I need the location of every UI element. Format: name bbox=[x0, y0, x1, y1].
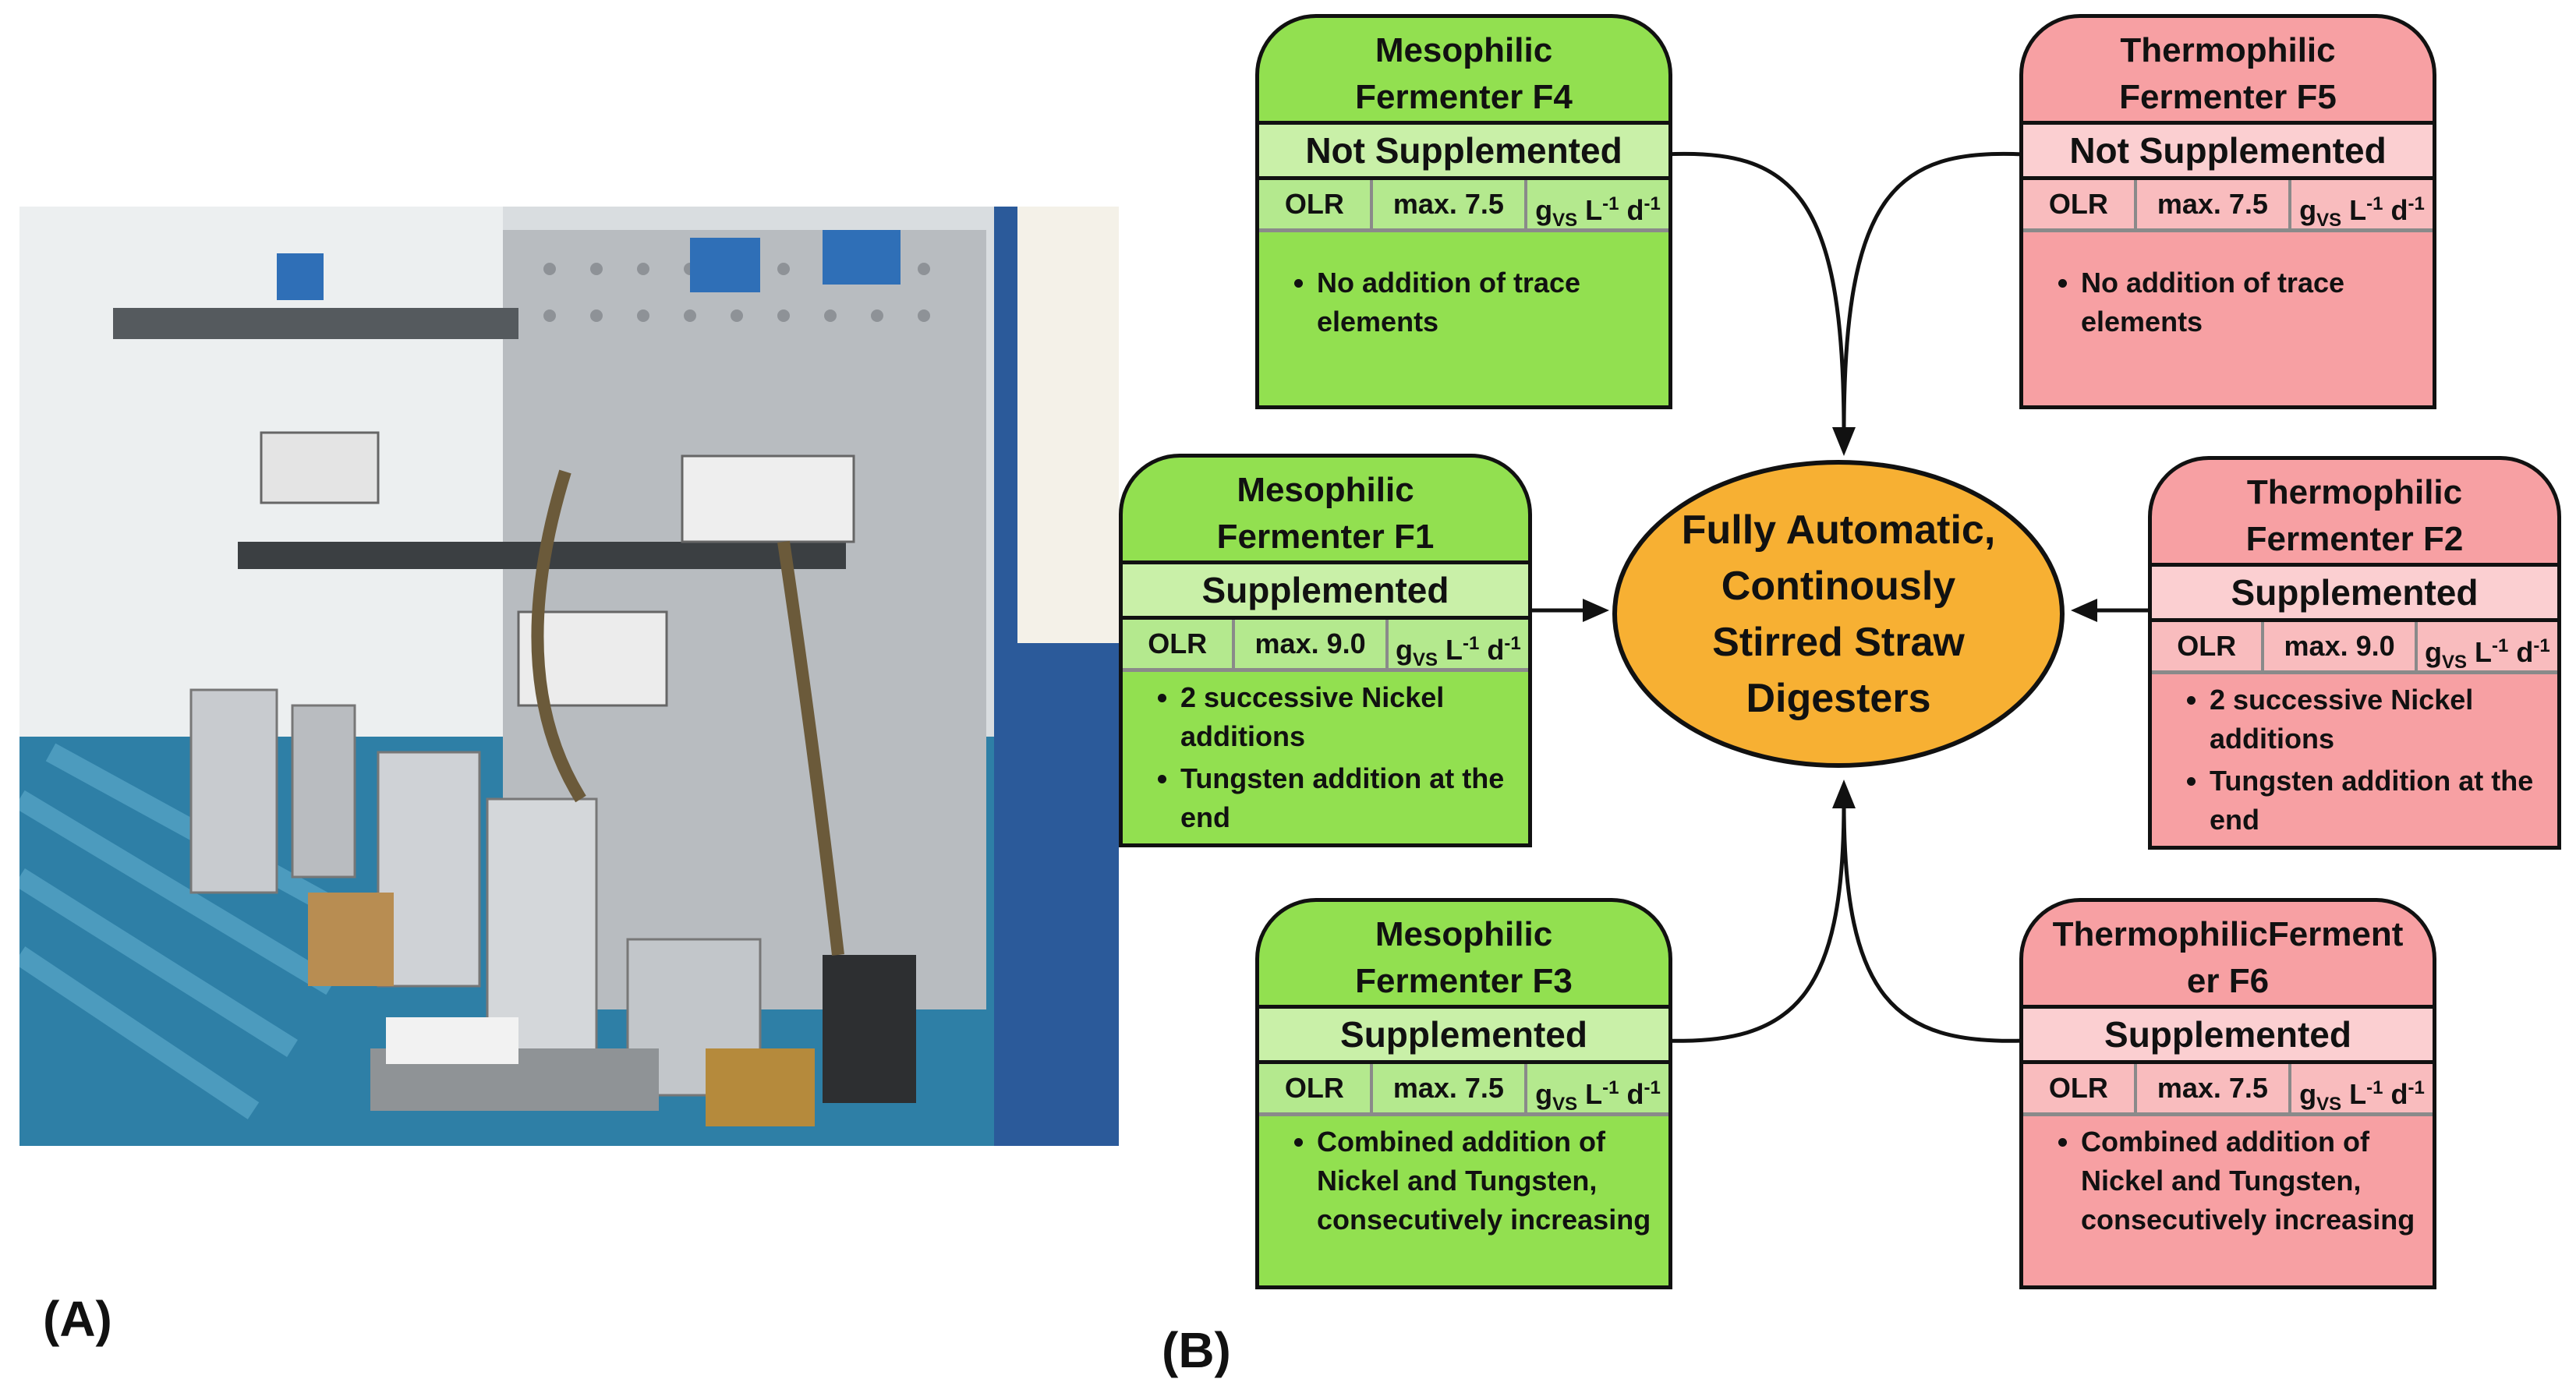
card-f5-olr-row: OLR max. 7.5 gVS L-1 d-1 bbox=[2023, 180, 2433, 232]
card-f2-supplement: Supplemented bbox=[2152, 563, 2557, 622]
bullet-item: No addition of trace elements bbox=[1317, 263, 1653, 341]
arrowhead-bottom bbox=[1832, 780, 1856, 808]
card-f2-title: Thermophilic Fermenter F2 bbox=[2152, 460, 2557, 563]
card-f2-title-line2: Fermenter F2 bbox=[2245, 520, 2464, 558]
digester-label: Fully Automatic, Continously Stirred Str… bbox=[1681, 507, 1996, 721]
olr-unit: gVS L-1 d-1 bbox=[1535, 1077, 1661, 1115]
card-f4-title-line2: Fermenter F4 bbox=[1355, 78, 1573, 116]
bullet-item: 2 successive Nickel additions bbox=[1180, 678, 1513, 756]
card-f3-supplement: Supplemented bbox=[1259, 1005, 1668, 1064]
card-f4-title: Mesophilic Fermenter F4 bbox=[1259, 18, 1668, 121]
card-f6-title-line2: er F6 bbox=[2186, 962, 2270, 1000]
olr-unit: gVS L-1 d-1 bbox=[2425, 635, 2550, 674]
card-f3-title: Mesophilic Fermenter F3 bbox=[1259, 902, 1668, 1005]
olr-max: max. 9.0 bbox=[2264, 622, 2418, 670]
card-f3-bullets: Combined addition of Nickel and Tungsten… bbox=[1259, 1123, 1668, 1243]
card-f5-supplement: Not Supplemented bbox=[2023, 121, 2433, 180]
arrowhead-right bbox=[2071, 599, 2097, 622]
card-f3-title-line2: Fermenter F3 bbox=[1355, 962, 1573, 1000]
olr-max: max. 7.5 bbox=[1373, 180, 1527, 228]
card-f3: Mesophilic Fermenter F3 Supplemented OLR… bbox=[1255, 898, 1672, 1289]
bullet-item: No addition of trace elements bbox=[2081, 263, 2417, 341]
card-f2: Thermophilic Fermenter F2 Supplemented O… bbox=[2148, 456, 2561, 850]
panel-label-b: (B) bbox=[1162, 1322, 1231, 1378]
card-f1-bullets: 2 successive Nickel additions Tungsten a… bbox=[1123, 678, 1528, 840]
arrowhead-top bbox=[1832, 427, 1856, 456]
card-f4-bullets: No addition of trace elements bbox=[1259, 263, 1668, 345]
card-f5-bullets: No addition of trace elements bbox=[2023, 263, 2433, 345]
card-f1-title: Mesophilic Fermenter F1 bbox=[1123, 458, 1528, 560]
card-f1-supplement: Supplemented bbox=[1123, 560, 1528, 620]
card-f5-title-line2: Fermenter F5 bbox=[2119, 78, 2337, 116]
olr-max: max. 7.5 bbox=[2137, 1064, 2291, 1112]
olr-label: OLR bbox=[2152, 622, 2265, 670]
olr-unit: gVS L-1 d-1 bbox=[1535, 193, 1661, 232]
card-f5-title: Thermophilic Fermenter F5 bbox=[2023, 18, 2433, 121]
card-f1-olr-row: OLR max. 9.0 gVS L-1 d-1 bbox=[1123, 620, 1528, 672]
bullet-item: 2 successive Nickel additions bbox=[2210, 681, 2542, 758]
card-f6-bullets: Combined addition of Nickel and Tungsten… bbox=[2023, 1123, 2433, 1243]
card-f2-bullets: 2 successive Nickel additions Tungsten a… bbox=[2152, 681, 2557, 843]
lab-photo bbox=[19, 207, 1119, 1146]
card-f6-title: ThermophilicFerment er F6 bbox=[2023, 902, 2433, 1005]
card-f3-olr-row: OLR max. 7.5 gVS L-1 d-1 bbox=[1259, 1064, 1668, 1116]
card-f5-title-line1: Thermophilic bbox=[2120, 31, 2336, 69]
olr-label: OLR bbox=[1259, 180, 1373, 228]
arrowhead-left bbox=[1583, 599, 1609, 622]
card-f1: Mesophilic Fermenter F1 Supplemented OLR… bbox=[1119, 454, 1532, 847]
olr-unit: gVS L-1 d-1 bbox=[1396, 633, 1521, 671]
card-f1-title-line1: Mesophilic bbox=[1237, 471, 1414, 509]
card-f4-supplement: Not Supplemented bbox=[1259, 121, 1668, 180]
olr-max: max. 7.5 bbox=[2137, 180, 2291, 228]
olr-label: OLR bbox=[2023, 180, 2137, 228]
card-f3-title-line1: Mesophilic bbox=[1375, 915, 1553, 953]
bullet-item: Tungsten addition at the end bbox=[2210, 762, 2542, 840]
card-f1-title-line2: Fermenter F1 bbox=[1216, 518, 1435, 556]
card-f2-olr-row: OLR max. 9.0 gVS L-1 d-1 bbox=[2152, 622, 2557, 674]
card-f5: Thermophilic Fermenter F5 Not Supplement… bbox=[2019, 14, 2436, 409]
card-f6: ThermophilicFerment er F6 Supplemented O… bbox=[2019, 898, 2436, 1289]
olr-max: max. 9.0 bbox=[1235, 620, 1389, 668]
card-f6-olr-row: OLR max. 7.5 gVS L-1 d-1 bbox=[2023, 1064, 2433, 1116]
olr-label: OLR bbox=[2023, 1064, 2137, 1112]
card-f4: Mesophilic Fermenter F4 Not Supplemented… bbox=[1255, 14, 1672, 409]
bullet-item: Combined addition of Nickel and Tungsten… bbox=[2081, 1123, 2417, 1239]
olr-label: OLR bbox=[1259, 1064, 1373, 1112]
card-f2-title-line1: Thermophilic bbox=[2246, 473, 2463, 511]
olr-unit: gVS L-1 d-1 bbox=[2299, 1077, 2425, 1115]
card-f6-title-line1: ThermophilicFerment bbox=[2052, 915, 2404, 953]
olr-label: OLR bbox=[1123, 620, 1236, 668]
bullet-item: Tungsten addition at the end bbox=[1180, 759, 1513, 837]
card-f4-title-line1: Mesophilic bbox=[1375, 31, 1553, 69]
digester-ellipse: Fully Automatic, Continously Stirred Str… bbox=[1612, 460, 2065, 768]
bullet-item: Combined addition of Nickel and Tungsten… bbox=[1317, 1123, 1653, 1239]
card-f4-olr-row: OLR max. 7.5 gVS L-1 d-1 bbox=[1259, 180, 1668, 232]
olr-unit: gVS L-1 d-1 bbox=[2299, 193, 2425, 232]
card-f6-supplement: Supplemented bbox=[2023, 1005, 2433, 1064]
panel-label-a: (A) bbox=[43, 1291, 112, 1347]
olr-max: max. 7.5 bbox=[1373, 1064, 1527, 1112]
